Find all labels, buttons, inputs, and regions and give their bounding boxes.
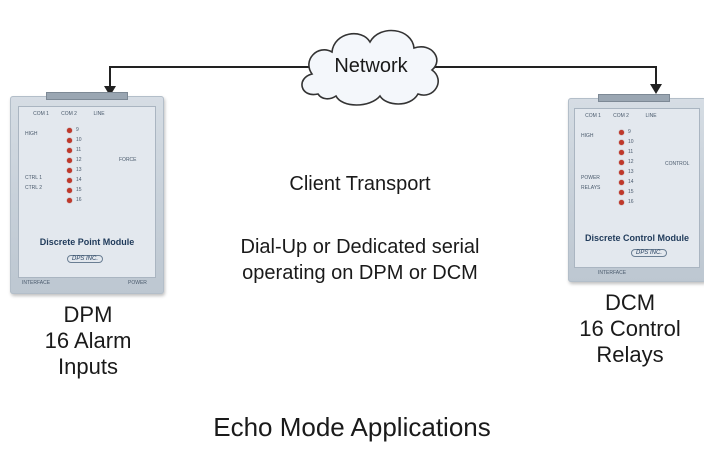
client-transport-label: Client Transport [289,173,431,195]
dcm-label-line2: 16 Control [579,316,681,341]
dcm-device-image: COM 1 COM 2 LINE HIGH POWER RELAYS CONTR… [568,94,704,282]
serial-description-line1: Dial-Up or Dedicated serial [240,236,480,258]
dpm-label-line2: 16 Alarm [44,328,132,353]
dpm-device-image: COM 1 COM 2 LINE HIGH CTRL 1 CTRL 2 FORC… [10,92,164,294]
dcm-label: DCM 16 Control Relays [560,290,700,368]
serial-description-line2: operating on DPM or DCM [242,262,478,284]
dpm-label-line1: DPM [63,302,113,327]
network-label: Network [334,55,408,77]
dcm-top-connector [598,94,670,102]
network-cloud-icon [301,29,439,106]
dpm-label: DPM 16 Alarm Inputs [10,302,166,380]
link-left [109,66,312,88]
dpm-label-line3: Inputs [58,354,118,379]
dcm-face-panel: COM 1 COM 2 LINE HIGH POWER RELAYS CONTR… [574,108,700,268]
arrowhead-left [104,86,116,96]
dcm-label-line3: Relays [596,342,664,367]
dpm-top-connector [46,92,128,100]
footer-title: Echo Mode Applications [213,412,491,442]
dpm-face-panel: COM 1 COM 2 LINE HIGH CTRL 1 CTRL 2 FORC… [18,106,156,278]
dcm-label-line1: DCM [604,290,656,315]
link-right [424,66,657,86]
arrowhead-right [650,84,662,94]
